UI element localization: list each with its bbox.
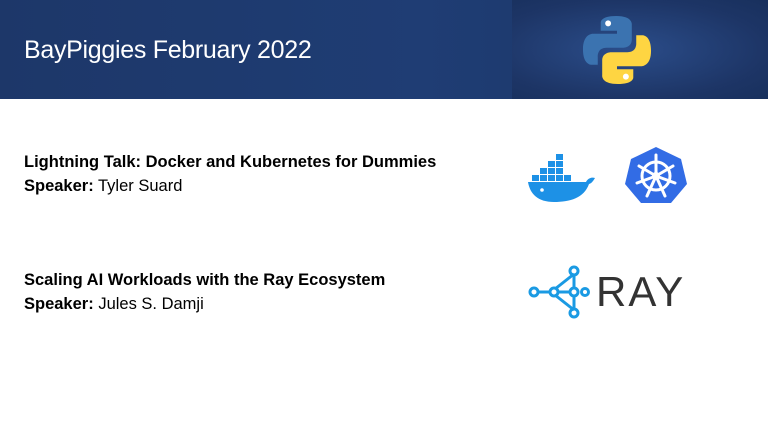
speaker-name: Tyler Suard: [98, 177, 183, 195]
page-title: BayPiggies February 2022: [24, 36, 312, 64]
ray-network-icon: [528, 265, 590, 319]
speaker-name: Jules S. Damji: [98, 295, 204, 313]
speaker-label: Speaker:: [24, 177, 94, 195]
talk-title: Lightning Talk: Docker and Kubernetes fo…: [24, 153, 437, 171]
speaker-label: Speaker:: [24, 295, 94, 313]
talk-item: Lightning Talk: Docker and Kubernetes fo…: [24, 150, 436, 198]
speaker-line: Speaker: Jules S. Damji: [24, 292, 385, 316]
talk-item: Scaling AI Workloads with the Ray Ecosys…: [24, 268, 385, 316]
talk-title: Scaling AI Workloads with the Ray Ecosys…: [24, 271, 386, 289]
ray-wordmark: RAY: [596, 268, 686, 315]
docker-logo-icon: [528, 154, 595, 202]
python-logo-icon: [582, 15, 652, 85]
kubernetes-logo-icon: [625, 147, 687, 203]
speaker-line: Speaker: Tyler Suard: [24, 174, 436, 198]
